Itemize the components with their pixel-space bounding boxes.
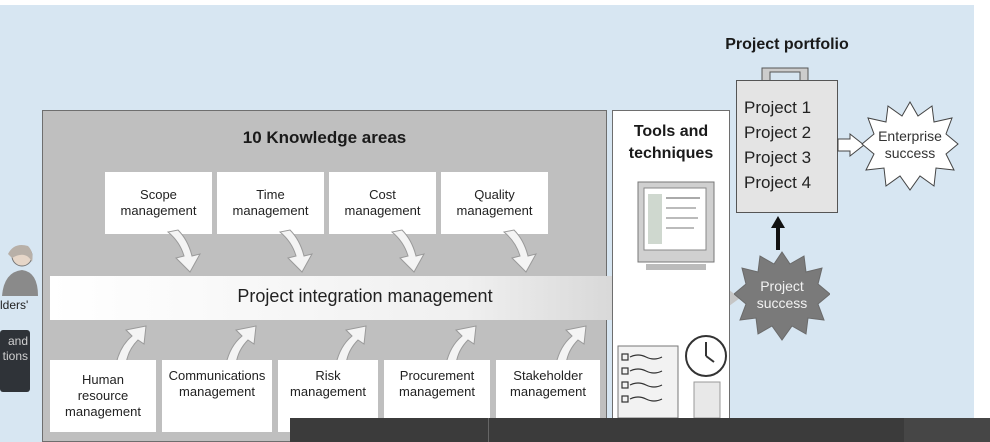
bottom-curved-arrows bbox=[115, 325, 587, 365]
time-line2: management bbox=[232, 203, 309, 218]
bottom-toolbar[interactable] bbox=[290, 418, 990, 442]
curved-arrow-icon bbox=[502, 229, 537, 273]
tools-line2: techniques bbox=[628, 145, 714, 162]
hr-line3: management bbox=[65, 404, 141, 419]
project-integration-label: Project integration management bbox=[237, 286, 493, 306]
hr-line2: resource bbox=[77, 388, 129, 403]
curved-arrow-icon bbox=[225, 325, 257, 365]
knowledge-areas-title: 10 Knowledge areas bbox=[242, 128, 407, 147]
curved-arrow-icon bbox=[445, 325, 477, 365]
curved-arrow-icon bbox=[335, 325, 367, 365]
enterprise-success-line2: success bbox=[884, 145, 936, 161]
project-success-line1: Project bbox=[760, 278, 804, 294]
project-1-label: Project 1 bbox=[744, 98, 812, 117]
project-success-starburst bbox=[734, 251, 830, 341]
project-3-label: Project 3 bbox=[744, 148, 812, 167]
enterprise-success-line1: Enterprise bbox=[878, 128, 942, 144]
scope-line2: management bbox=[120, 203, 197, 218]
curved-arrow-icon bbox=[278, 229, 313, 273]
project-success-line2: success bbox=[756, 295, 808, 311]
procurement-line1: Procurement bbox=[399, 368, 475, 383]
enterprise-success-label: Enterprise success bbox=[860, 128, 960, 162]
stakeholder-person-icon bbox=[2, 245, 38, 296]
project-portfolio-case bbox=[736, 80, 838, 213]
stakeholder-line2: management bbox=[510, 384, 586, 399]
toolbar-divider bbox=[488, 418, 489, 442]
top-curved-arrows bbox=[166, 229, 537, 273]
side-toggle-button[interactable]: and tions bbox=[0, 330, 30, 392]
stakeholders-partial-line3: tions bbox=[2, 349, 28, 363]
scope-line1: Scope bbox=[140, 187, 177, 202]
stakeholders-partial-line1: lders' bbox=[0, 298, 29, 312]
curved-arrow-icon bbox=[166, 229, 201, 273]
risk-line1: Risk bbox=[315, 368, 341, 383]
curved-arrow-icon bbox=[390, 229, 425, 273]
communications-line2: management bbox=[179, 384, 255, 399]
curved-arrow-icon bbox=[555, 325, 587, 365]
tools-techniques-title: Tools and techniques bbox=[612, 121, 730, 165]
right-arrow-icon bbox=[837, 132, 865, 158]
project-4-label: Project 4 bbox=[744, 173, 812, 192]
curved-arrow-icon bbox=[115, 325, 147, 365]
risk-line2: management bbox=[290, 384, 366, 399]
computer-monitor-icon bbox=[637, 181, 715, 270]
tools-line1: Tools and bbox=[633, 123, 709, 140]
quality-line1: Quality bbox=[474, 187, 515, 202]
integration-arrow-band bbox=[50, 276, 740, 320]
stakeholders-partial-label: lders' bbox=[0, 298, 28, 313]
quality-line2: management bbox=[456, 203, 533, 218]
briefcase-handle-icon bbox=[761, 67, 809, 82]
project-2-label: Project 2 bbox=[744, 123, 812, 142]
project-success-label: Project success bbox=[734, 278, 830, 312]
stakeholder-line1: Stakeholder bbox=[513, 368, 583, 383]
cost-line2: management bbox=[344, 203, 421, 218]
time-line1: Time bbox=[256, 187, 285, 202]
procurement-line2: management bbox=[399, 384, 475, 399]
checklist-clock-icon bbox=[617, 335, 727, 418]
cost-line1: Cost bbox=[369, 187, 396, 202]
enterprise-success-starburst bbox=[861, 100, 959, 191]
up-arrow-icon bbox=[771, 216, 785, 250]
stakeholders-partial-line2: and bbox=[7, 334, 28, 348]
communications-line1: Communications bbox=[168, 368, 266, 383]
project-portfolio-title: Project portfolio bbox=[725, 36, 849, 53]
hr-line1: Human bbox=[82, 372, 124, 387]
toolbar-segment[interactable] bbox=[904, 418, 990, 442]
